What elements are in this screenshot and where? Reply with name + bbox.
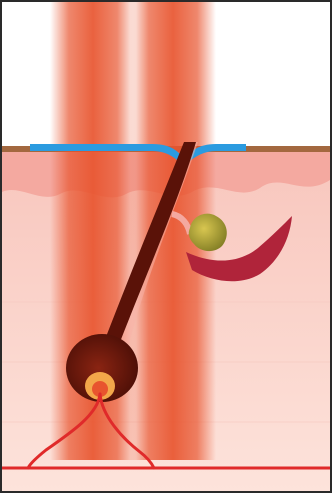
hair-follicle-icon bbox=[66, 334, 138, 402]
laser-hair-removal-diagram bbox=[2, 2, 330, 491]
